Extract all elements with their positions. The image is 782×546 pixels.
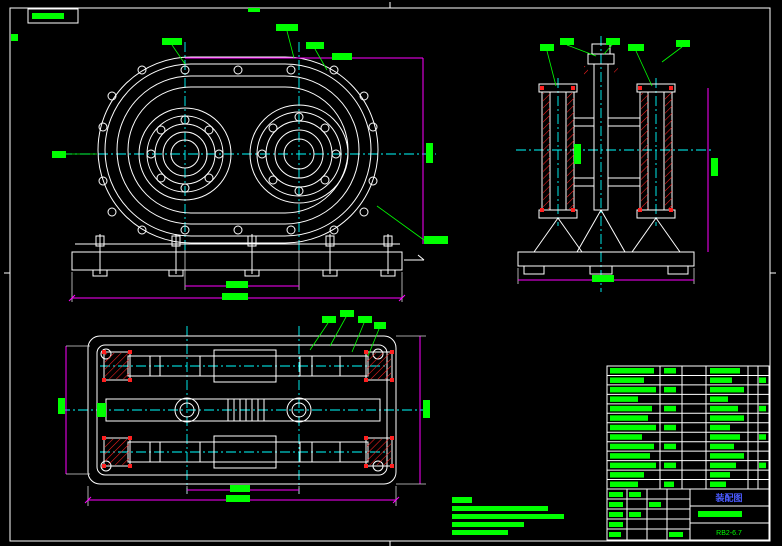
text-fill [710,415,744,421]
text-fill [452,522,524,527]
text-fill [610,406,652,412]
hatch-area [641,93,648,209]
drawing-number: RB2-6.7 [716,530,742,537]
text-fill [610,377,644,383]
bom-table[interactable] [607,366,769,489]
text-fill [710,387,744,393]
revision-mark [11,34,18,41]
text-fill [452,506,548,511]
leader-label [276,24,298,31]
hatch-area [665,93,672,209]
text-fill [759,377,766,383]
leader-label [606,38,620,45]
key-block [574,144,581,164]
text-fill [610,453,650,459]
text-fill [710,406,738,412]
text-fill [664,444,676,450]
leader-label [340,310,354,317]
leader-label [560,38,574,45]
fold-mark [248,8,260,12]
text-fill [710,396,728,402]
text-fill [710,463,736,469]
text-fill [610,396,638,402]
text-fill [664,368,676,374]
text-fill [759,434,766,440]
hatch-area [567,93,574,209]
text-fill [759,463,766,469]
text-fill [452,514,564,519]
title-block[interactable]: 装配图 RB2-6.7 [607,489,769,540]
bom-row-fills [610,368,766,487]
text-fill [610,368,654,374]
text-fill [710,482,726,488]
text-fill [710,434,740,440]
text-fill [610,444,654,450]
text-fill [610,415,648,421]
text-fill [610,482,638,488]
text-fill [710,368,740,374]
leader-label [676,40,690,47]
text-fill [610,387,656,393]
text-fill [452,497,472,503]
text-fill [610,425,656,431]
center-column [574,44,640,210]
plan-view[interactable] [58,310,430,506]
text-fill [710,453,744,459]
side-view-labels [540,38,690,86]
text-fill [610,434,642,440]
leader-label [628,44,644,51]
text-fill [710,472,730,478]
corner-stamp-label [32,13,64,19]
leader-label [358,316,372,323]
title-subtitle-fill [698,511,742,517]
leader-label [322,316,336,323]
text-fill [664,425,676,431]
hatch-area [543,93,550,209]
text-fill [664,406,676,412]
leader-label [306,42,324,49]
mounting-base [72,234,402,276]
text-fill [710,377,732,383]
notes-block[interactable] [452,497,564,535]
text-fill [610,463,656,469]
front-view-dimensions [69,53,433,302]
drawing-title: 装配图 [714,492,742,503]
section-marker [404,255,424,260]
leader-label [540,44,554,51]
text-fill [610,472,644,478]
notes-fills [452,497,564,535]
text-fill [664,482,674,488]
front-view[interactable] [52,24,448,302]
text-fill [664,463,676,469]
key-block [97,403,106,417]
leader-label [424,236,448,244]
leader-label [374,322,386,329]
leader-label [52,151,66,158]
leader-label [162,38,182,45]
text-fill [759,406,766,412]
text-fill [664,387,676,393]
plan-view-labels [310,310,386,356]
side-base [518,210,694,274]
text-fill [710,444,734,450]
text-fill [710,425,730,431]
corner-stamp[interactable] [28,9,78,23]
text-fill [452,530,508,535]
side-view[interactable] [516,36,718,292]
